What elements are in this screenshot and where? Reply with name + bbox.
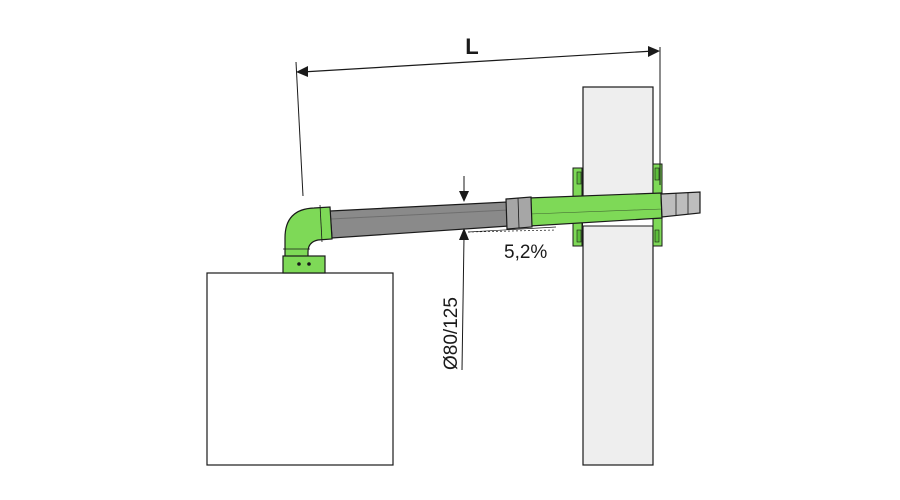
arrow-right-icon	[648, 46, 660, 57]
extension-pipe	[329, 201, 510, 239]
arrow-up-icon	[459, 228, 469, 240]
diameter-indicator: Ø80/125	[441, 176, 469, 371]
terminal-cap	[660, 191, 701, 218]
elbow-bend	[283, 204, 333, 259]
boiler-adapter	[282, 255, 326, 274]
arrow-left-icon	[296, 66, 308, 77]
dimension-label: L	[465, 34, 478, 59]
slope-indicator: 5,2%	[467, 226, 557, 263]
diameter-label: Ø80/125	[441, 297, 462, 370]
pipe-coupling	[505, 196, 533, 230]
dimension-l: L	[295, 34, 661, 197]
wall	[582, 86, 654, 466]
slope-label: 5,2%	[504, 242, 547, 263]
boiler-unit	[206, 272, 394, 466]
arrow-down-icon	[459, 191, 469, 202]
